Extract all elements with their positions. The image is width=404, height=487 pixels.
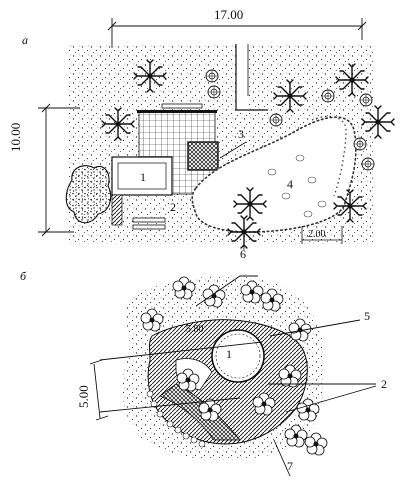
shrub-group — [65, 165, 112, 224]
callout-b-1: 1 — [226, 347, 232, 361]
callout-a-3: 3 — [238, 127, 244, 141]
callout-a-6: 6 — [240, 247, 246, 261]
panel-label-b: б — [20, 269, 27, 283]
callout-b-2: 2 — [381, 377, 387, 391]
callout-lines — [99, 275, 377, 477]
dimension-width — [107, 18, 367, 48]
pool-1 — [211, 329, 265, 383]
dimension-height-label: 10.00 — [8, 122, 23, 152]
pool-3 — [187, 141, 219, 171]
plan-a — [38, 18, 395, 250]
dimension-step — [301, 226, 343, 244]
callout-a-1: 1 — [140, 170, 146, 184]
dimension-step-label: 2.00 — [308, 229, 326, 240]
dimension-width-label: 17.00 — [214, 7, 244, 22]
dimension-diagonal — [89, 359, 109, 421]
callout-b-5: 5 — [364, 309, 370, 323]
callout-b-7: 7 — [287, 459, 293, 473]
panel-label-a: а — [22, 33, 28, 47]
dimension-height — [38, 103, 80, 237]
level-mark-label: 5.80 — [186, 324, 204, 335]
dimension-diagonal-label: 5.00 — [76, 385, 91, 408]
callout-a-2: 2 — [170, 200, 176, 214]
plan-b — [89, 275, 377, 477]
callout-a-4: 4 — [287, 177, 293, 191]
